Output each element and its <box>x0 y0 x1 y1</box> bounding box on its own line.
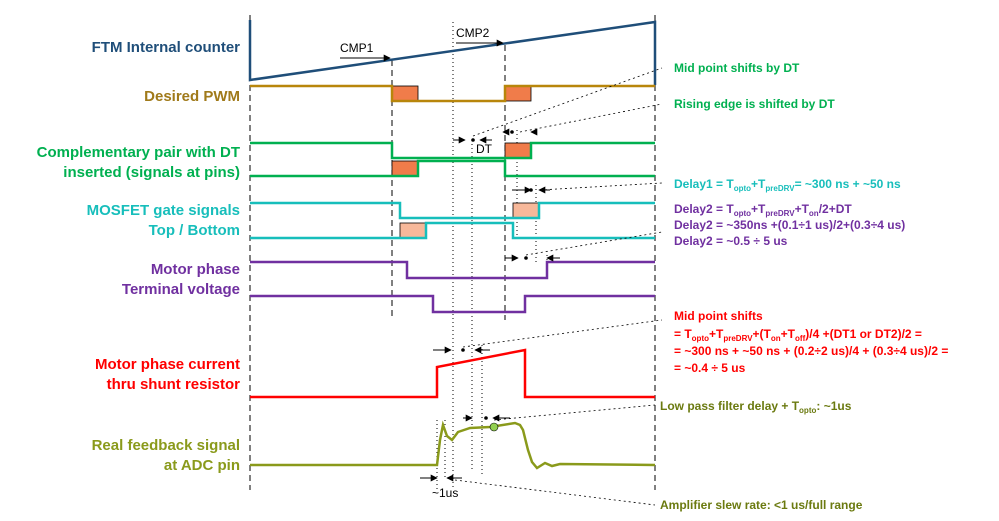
label-current-2: thru shunt resistor <box>107 376 241 393</box>
cmp1-label: CMP1 <box>340 41 374 55</box>
label-phase-1: Motor phase <box>151 261 240 278</box>
mosfet-gate-waveform <box>250 201 655 240</box>
label-mosfet-1: MOSFET gate signals <box>87 202 240 219</box>
note-mid-shifts-line3: = ~0.4 ÷ 5 us <box>674 361 746 375</box>
note-mid-shifts-line1: = Topto+TpreDRV+(Ton+Toff)/4 +(DT1 or DT… <box>674 327 922 343</box>
note-lpf-delay: Low pass filter delay + Topto: ~1us <box>660 399 852 415</box>
cmp-markers: CMP1 CMP2 <box>340 26 504 62</box>
note-slew-rate: Amplifier slew rate: <1 us/full range <box>660 498 863 512</box>
delay-dots <box>461 130 533 420</box>
note-delay2-line3: Delay2 = ~0.5 ÷ 5 us <box>674 234 788 248</box>
label-current-1: Motor phase current <box>95 356 240 373</box>
note-mid-shifts-line2: = ~300 ns + ~50 ns + (0.2÷2 us)/4 + (0.3… <box>674 344 948 358</box>
label-desired-pwm: Desired PWM <box>144 88 240 105</box>
notes: Mid point shifts by DT Rising edge is sh… <box>660 61 948 512</box>
label-feedback-1: Real feedback signal <box>92 437 240 454</box>
label-mosfet-2: Top / Bottom <box>149 222 240 239</box>
signal-labels: FTM Internal counter Desired PWM Complem… <box>37 39 241 474</box>
label-complementary-1: Complementary pair with DT <box>37 144 240 161</box>
label-phase-2: Terminal voltage <box>122 281 240 298</box>
one-us-label: ~1us <box>432 486 458 500</box>
note-mid-shift-dt: Mid point shifts by DT <box>674 61 800 75</box>
cmp2-label: CMP2 <box>456 26 490 40</box>
note-mid-shifts-title: Mid point shifts <box>674 309 763 323</box>
complementary-pair-waveform: DT <box>250 141 655 178</box>
motor-phase-waveform <box>250 260 655 314</box>
desired-pwm-waveform <box>250 84 655 103</box>
note-delay2-line2: Delay2 = ~350ns +(0.1÷1 us)/2+(0.3÷4 us) <box>674 218 905 232</box>
label-complementary-2: inserted (signals at pins) <box>63 164 240 181</box>
feedback-midpoint-dot <box>489 422 499 432</box>
note-delay1: Delay1 = Topto+TpreDRV= ~300 ns + ~50 ns <box>674 177 901 193</box>
label-feedback-2: at ADC pin <box>164 457 240 474</box>
motor-current-waveform <box>250 348 655 399</box>
note-rising-shift-dt: Rising edge is shifted by DT <box>674 97 835 111</box>
note-delay2-line1: Delay2 = Topto+TpreDRV+Ton/2+DT <box>674 202 852 218</box>
label-ftm-counter: FTM Internal counter <box>92 39 241 56</box>
ftm-counter-waveform <box>248 20 657 85</box>
dt-label: DT <box>476 142 493 156</box>
leader-lines <box>454 67 663 506</box>
feedback-waveform <box>250 420 656 470</box>
